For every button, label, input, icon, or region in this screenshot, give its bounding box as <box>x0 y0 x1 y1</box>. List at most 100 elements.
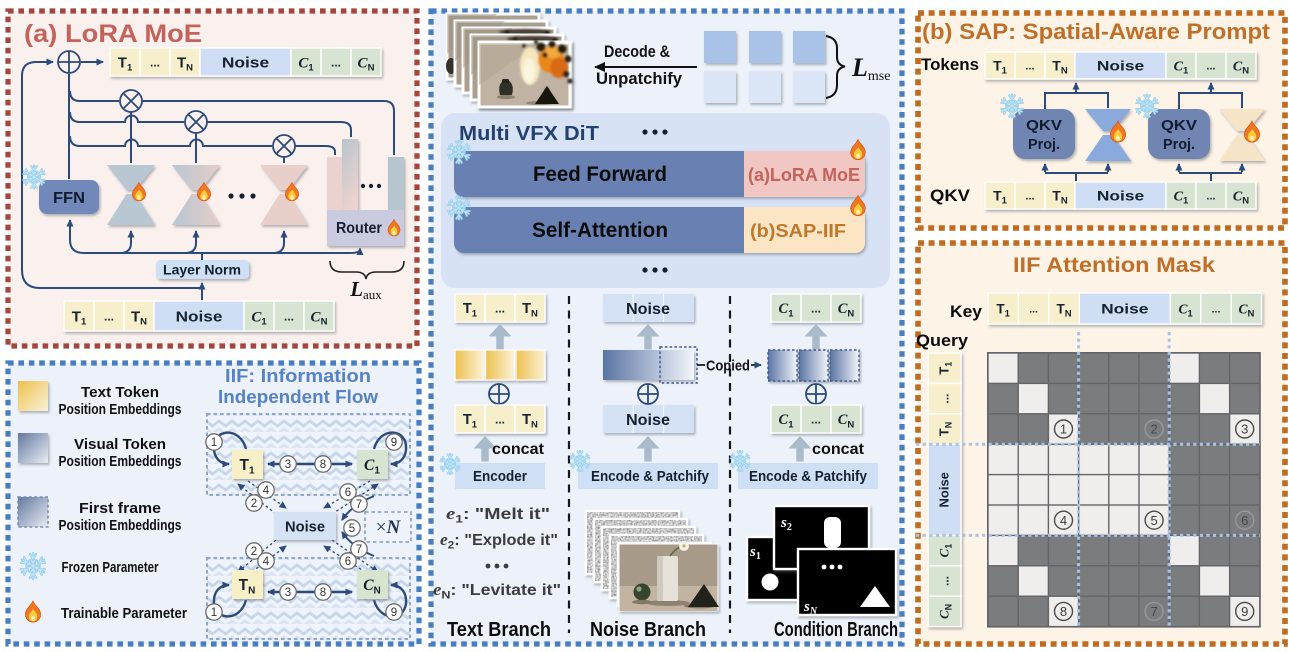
svg-text:concat: concat <box>812 441 864 458</box>
svg-text:Layer Norm: Layer Norm <box>163 262 241 278</box>
svg-text:T1: T1 <box>463 412 478 430</box>
svg-text:5: 5 <box>1150 513 1157 528</box>
svg-text:Independent Flow: Independent Flow <box>218 386 379 407</box>
svg-text:...: ... <box>811 412 821 426</box>
svg-text:Frozen Parameter: Frozen Parameter <box>62 560 159 576</box>
svg-text:Self-Attention: Self-Attention <box>532 219 668 242</box>
svg-text:×N: ×N <box>376 517 402 538</box>
svg-text:CN: CN <box>1233 190 1249 207</box>
svg-text:(a)LoRA MoE: (a)LoRA MoE <box>748 164 860 185</box>
svg-text:Noise: Noise <box>626 301 670 318</box>
svg-text:9: 9 <box>391 607 397 619</box>
svg-text:7: 7 <box>356 499 362 511</box>
svg-text:Noise: Noise <box>1097 188 1145 204</box>
svg-text:C1: C1 <box>364 457 380 476</box>
svg-text:TN: TN <box>1052 188 1068 207</box>
svg-text:...: ... <box>1206 190 1215 202</box>
svg-text:QKV: QKV <box>1026 117 1062 134</box>
svg-text:CN: CN <box>838 301 855 319</box>
svg-text:Position Embeddings: Position Embeddings <box>59 454 182 470</box>
svg-text:2: 2 <box>251 546 257 558</box>
svg-text:Encode & Patchify: Encode & Patchify <box>591 469 709 485</box>
svg-text:3: 3 <box>285 587 291 599</box>
svg-text:CN: CN <box>1233 60 1249 77</box>
svg-text:TN: TN <box>522 412 538 430</box>
svg-text:T1: T1 <box>463 301 478 319</box>
svg-text:Key: Key <box>950 303 983 321</box>
svg-text:9: 9 <box>1241 604 1248 619</box>
svg-text:T1: T1 <box>239 457 254 476</box>
svg-text:Router: Router <box>336 220 382 237</box>
svg-text:TN: TN <box>131 308 147 327</box>
svg-text:1: 1 <box>211 437 217 449</box>
svg-text:Noise: Noise <box>176 308 223 325</box>
svg-text:e1: "Melt it": e1: "Melt it" <box>446 504 550 526</box>
svg-text:TN: TN <box>1056 301 1071 319</box>
svg-text:7: 7 <box>356 544 362 556</box>
svg-text:...: ... <box>1025 60 1034 72</box>
svg-text:QKV: QKV <box>1161 117 1197 134</box>
svg-text:First frame: First frame <box>79 501 161 517</box>
svg-text:Visual Token: Visual Token <box>74 437 166 453</box>
svg-text:C1: C1 <box>1178 301 1193 319</box>
svg-text:...: ... <box>811 301 821 315</box>
svg-text:1: 1 <box>211 607 217 619</box>
svg-text:FFN: FFN <box>53 190 85 207</box>
svg-text:Text Branch: Text Branch <box>447 618 551 641</box>
svg-text:C1: C1 <box>779 412 795 430</box>
svg-text:Query: Query <box>916 332 969 350</box>
svg-text:4: 4 <box>1060 513 1067 528</box>
svg-text:Noise: Noise <box>222 54 269 71</box>
svg-text:...: ... <box>495 412 505 426</box>
svg-text:T1: T1 <box>996 301 1010 319</box>
svg-text:QKV: QKV <box>930 186 971 205</box>
svg-text:(b)SAP-IIF: (b)SAP-IIF <box>750 220 846 241</box>
svg-text:CN: CN <box>311 309 328 327</box>
svg-text:Feed Forward: Feed Forward <box>533 163 667 186</box>
svg-text:...: ... <box>104 309 114 323</box>
svg-text:CN: CN <box>358 55 375 73</box>
svg-text:...: ... <box>1025 190 1034 202</box>
svg-text:8: 8 <box>320 459 326 471</box>
svg-text:Encode & Patchify: Encode & Patchify <box>749 469 867 485</box>
svg-text:...: ... <box>1206 60 1215 72</box>
svg-text:CN: CN <box>838 412 855 430</box>
svg-text:...: ... <box>150 55 160 69</box>
svg-text:Noise: Noise <box>285 520 325 536</box>
svg-text:Multi VFX DiT: Multi VFX DiT <box>459 123 599 145</box>
svg-text:T1: T1 <box>72 308 87 327</box>
svg-text:8: 8 <box>320 587 326 599</box>
svg-text:eN: "Levitate it": eN: "Levitate it" <box>433 580 561 602</box>
svg-text:4: 4 <box>263 556 270 568</box>
svg-text:TN: TN <box>1052 58 1068 77</box>
svg-text:C1: C1 <box>251 309 267 327</box>
svg-text:TN: TN <box>177 54 193 73</box>
svg-text:Encoder: Encoder <box>473 469 527 485</box>
svg-text:TN: TN <box>522 301 538 319</box>
svg-text:s1: s1 <box>749 544 761 562</box>
svg-text:9: 9 <box>391 437 397 449</box>
svg-text:Noise: Noise <box>626 412 670 429</box>
svg-text:Proj.: Proj. <box>1163 136 1195 153</box>
svg-text:6: 6 <box>345 487 351 499</box>
svg-text:Text Token: Text Token <box>81 385 159 401</box>
svg-text:...: ... <box>284 309 294 323</box>
svg-text:...: ... <box>1029 303 1038 315</box>
svg-text:T1: T1 <box>118 54 133 73</box>
svg-text:C1: C1 <box>1174 60 1189 77</box>
svg-text:4: 4 <box>263 485 270 497</box>
svg-text:s2: s2 <box>780 515 792 533</box>
svg-text:1: 1 <box>1060 422 1067 437</box>
svg-text:Unpatchify: Unpatchify <box>596 70 683 88</box>
svg-text:2: 2 <box>251 498 257 510</box>
svg-text:...: ... <box>1212 303 1221 315</box>
svg-text:Noise: Noise <box>937 472 952 507</box>
svg-text:Proj.: Proj. <box>1028 136 1060 153</box>
svg-text:Position Embeddings: Position Embeddings <box>59 402 182 418</box>
svg-text:Copied: Copied <box>706 358 750 375</box>
svg-text:...: ... <box>938 394 952 404</box>
svg-text:(a) LoRA MoE: (a) LoRA MoE <box>24 20 202 48</box>
svg-text:Noise Branch: Noise Branch <box>590 618 706 641</box>
svg-text:3: 3 <box>1241 422 1248 437</box>
svg-text:CN: CN <box>363 577 381 596</box>
